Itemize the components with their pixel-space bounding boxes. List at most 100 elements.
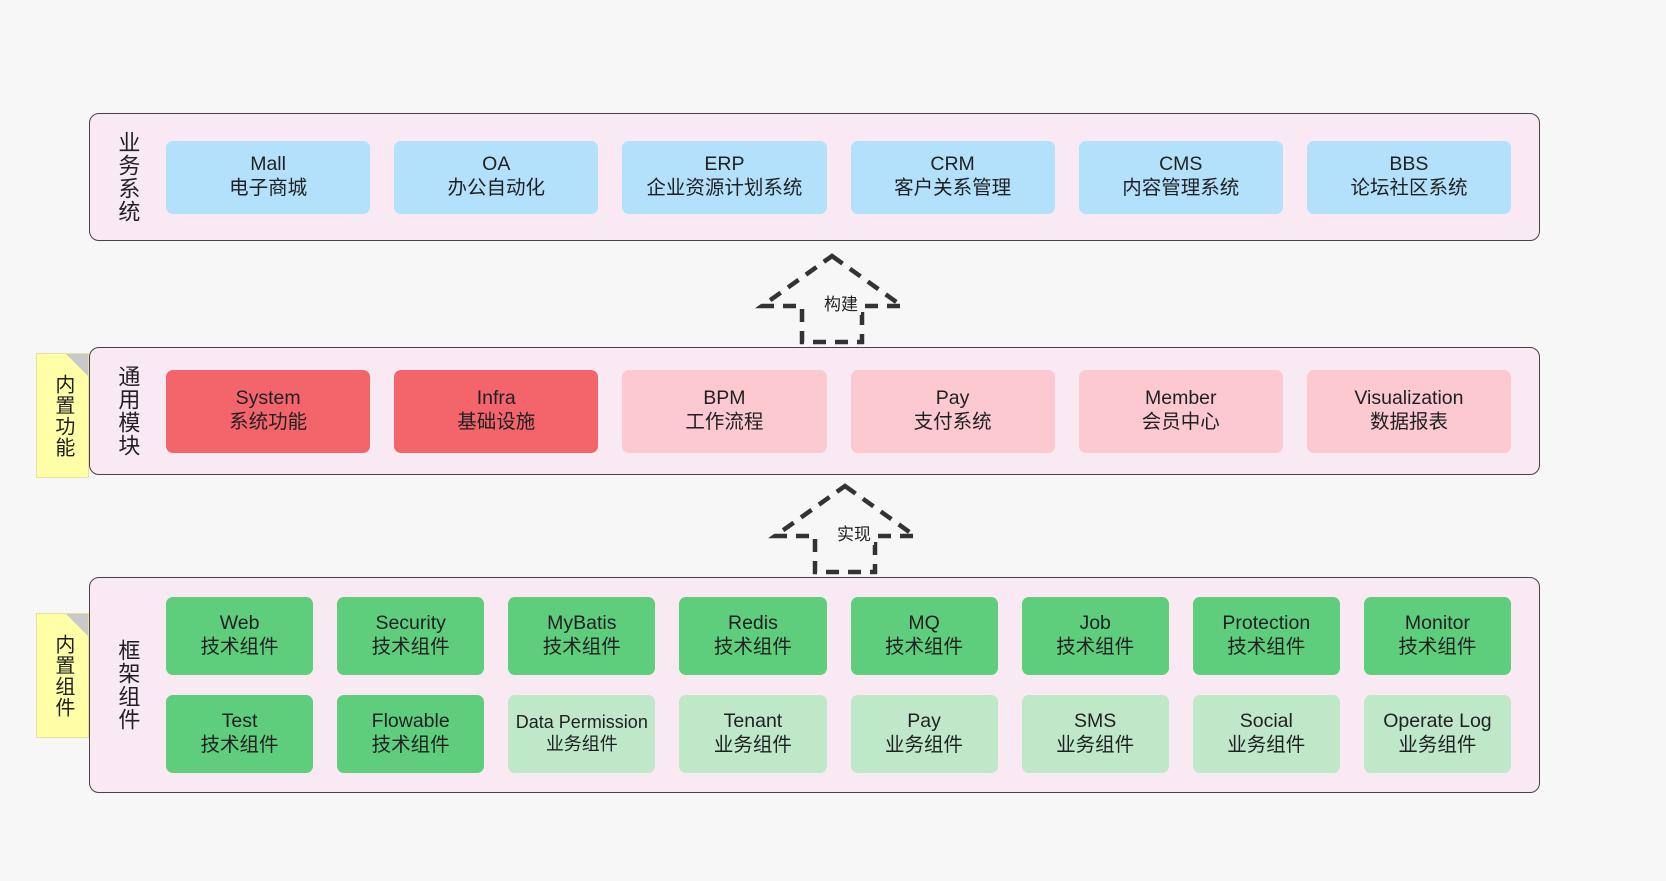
card-title: Flowable xyxy=(371,710,450,733)
card-title: Web xyxy=(219,612,260,635)
card-system[interactable]: System 系统功能 xyxy=(166,369,371,453)
card-subtitle: 数据报表 xyxy=(1369,411,1448,433)
card-title: SMS xyxy=(1074,710,1117,733)
card-cms[interactable]: CMS 内容管理系统 xyxy=(1078,140,1283,214)
card-subtitle: 技术组件 xyxy=(371,734,450,756)
card-subtitle: 技术组件 xyxy=(1056,636,1135,658)
card-subtitle: 技术组件 xyxy=(542,636,621,658)
connector-build: 构建 xyxy=(754,252,910,345)
card-subtitle: 业务组件 xyxy=(885,734,964,756)
card-subtitle: 技术组件 xyxy=(1227,636,1306,658)
framework-row-business: Test 技术组件 Flowable 技术组件 Data Permission … xyxy=(154,695,1523,773)
framework-card-grid: Web 技术组件 Security 技术组件 MyBatis 技术组件 Redi… xyxy=(150,578,1539,792)
common-card-row: System 系统功能 Infra 基础设施 BPM 工作流程 Pay 支付系统… xyxy=(150,348,1539,474)
sticky-note-builtin-features: 内置功能 xyxy=(36,353,89,478)
card-subtitle: 会员中心 xyxy=(1141,411,1220,433)
sticky-note-label: 内置功能 xyxy=(51,373,74,458)
card-mall[interactable]: Mall 电子商城 xyxy=(166,140,371,214)
card-monitor[interactable]: Monitor 技术组件 xyxy=(1363,597,1511,675)
card-title: BPM xyxy=(703,387,746,410)
layer-business-systems: 业务系统 Mall 电子商城 OA 办公自动化 ERP 企业资源计划系统 CRM… xyxy=(89,113,1540,241)
card-title: BBS xyxy=(1389,153,1429,176)
card-title: Member xyxy=(1145,387,1217,410)
card-title: Operate Log xyxy=(1383,710,1492,733)
card-subtitle: 技术组件 xyxy=(371,636,450,658)
card-title: MQ xyxy=(908,612,940,635)
card-security[interactable]: Security 技术组件 xyxy=(337,597,485,675)
card-subtitle: 技术组件 xyxy=(885,636,964,658)
card-subtitle: 工作流程 xyxy=(685,411,764,433)
connector-build-arrow xyxy=(754,253,910,345)
card-crm[interactable]: CRM 客户关系管理 xyxy=(850,140,1055,214)
card-subtitle: 电子商城 xyxy=(229,177,308,199)
business-card-row: Mall 电子商城 OA 办公自动化 ERP 企业资源计划系统 CRM 客户关系… xyxy=(150,114,1539,240)
layer-common-modules: 通用模块 System 系统功能 Infra 基础设施 BPM 工作流程 Pay… xyxy=(89,347,1540,475)
card-title: System xyxy=(235,387,301,410)
card-erp[interactable]: ERP 企业资源计划系统 xyxy=(622,140,827,214)
sticky-note-label: 内置组件 xyxy=(51,633,74,718)
card-job[interactable]: Job 技术组件 xyxy=(1021,597,1169,675)
card-flowable[interactable]: Flowable 技术组件 xyxy=(337,695,485,773)
card-test[interactable]: Test 技术组件 xyxy=(166,695,314,773)
card-pay[interactable]: Pay 支付系统 xyxy=(850,369,1055,453)
folded-corner-icon xyxy=(66,354,88,376)
card-subtitle: 业务组件 xyxy=(1398,734,1477,756)
card-title: Tenant xyxy=(723,710,783,733)
card-sms[interactable]: SMS 业务组件 xyxy=(1021,695,1169,773)
card-subtitle: 技术组件 xyxy=(200,636,279,658)
card-web[interactable]: Web 技术组件 xyxy=(166,597,314,675)
card-title: Protection xyxy=(1222,612,1311,635)
card-oa[interactable]: OA 办公自动化 xyxy=(394,140,599,214)
card-title: Test xyxy=(221,710,258,733)
card-title: OA xyxy=(482,153,511,176)
card-title: Infra xyxy=(476,387,516,410)
card-tenant[interactable]: Tenant 业务组件 xyxy=(679,695,827,773)
card-subtitle: 支付系统 xyxy=(913,411,992,433)
card-operate-log[interactable]: Operate Log 业务组件 xyxy=(1363,695,1511,773)
card-subtitle: 系统功能 xyxy=(229,411,308,433)
connector-implement-label: 实现 xyxy=(834,520,874,545)
card-title: Data Permission xyxy=(515,712,648,733)
card-mybatis[interactable]: MyBatis 技术组件 xyxy=(508,597,656,675)
card-title: ERP xyxy=(704,153,745,176)
card-subtitle: 业务组件 xyxy=(1227,734,1306,756)
card-title: Mall xyxy=(250,153,286,176)
card-subtitle: 基础设施 xyxy=(457,411,536,433)
card-social[interactable]: Social 业务组件 xyxy=(1192,695,1340,773)
card-subtitle: 技术组件 xyxy=(1398,636,1477,658)
card-bbs[interactable]: BBS 论坛社区系统 xyxy=(1306,140,1512,214)
card-subtitle: 客户关系管理 xyxy=(894,177,1012,199)
card-protection[interactable]: Protection 技术组件 xyxy=(1192,597,1340,675)
connector-implement-arrow xyxy=(767,483,923,575)
card-title: Redis xyxy=(728,612,778,635)
card-subtitle: 内容管理系统 xyxy=(1122,177,1240,199)
card-subtitle: 业务组件 xyxy=(713,734,792,756)
card-pay-business[interactable]: Pay 业务组件 xyxy=(850,695,998,773)
card-subtitle: 企业资源计划系统 xyxy=(646,177,803,199)
card-member[interactable]: Member 会员中心 xyxy=(1078,369,1283,453)
card-infra[interactable]: Infra 基础设施 xyxy=(394,369,599,453)
card-bpm[interactable]: BPM 工作流程 xyxy=(622,369,827,453)
card-subtitle: 技术组件 xyxy=(200,734,279,756)
card-subtitle: 业务组件 xyxy=(545,734,618,754)
card-subtitle: 技术组件 xyxy=(713,636,792,658)
card-title: Visualization xyxy=(1354,387,1464,410)
card-title: Pay xyxy=(935,387,970,410)
folded-corner-icon xyxy=(66,614,88,636)
card-redis[interactable]: Redis 技术组件 xyxy=(679,597,827,675)
layer-title-common: 通用模块 xyxy=(115,365,141,457)
card-title: CRM xyxy=(930,153,975,176)
card-title: Job xyxy=(1079,612,1111,635)
card-mq[interactable]: MQ 技术组件 xyxy=(850,597,998,675)
card-title: Security xyxy=(375,612,446,635)
card-subtitle: 业务组件 xyxy=(1056,734,1135,756)
card-data-permission[interactable]: Data Permission 业务组件 xyxy=(508,695,656,773)
card-title: MyBatis xyxy=(547,612,617,635)
card-title: Pay xyxy=(907,710,941,733)
card-title: Monitor xyxy=(1404,612,1470,635)
card-title: Social xyxy=(1239,710,1293,733)
card-title: CMS xyxy=(1159,153,1203,176)
layer-title-business: 业务系统 xyxy=(115,131,141,223)
card-subtitle: 论坛社区系统 xyxy=(1350,177,1468,199)
card-visualization[interactable]: Visualization 数据报表 xyxy=(1306,369,1512,453)
